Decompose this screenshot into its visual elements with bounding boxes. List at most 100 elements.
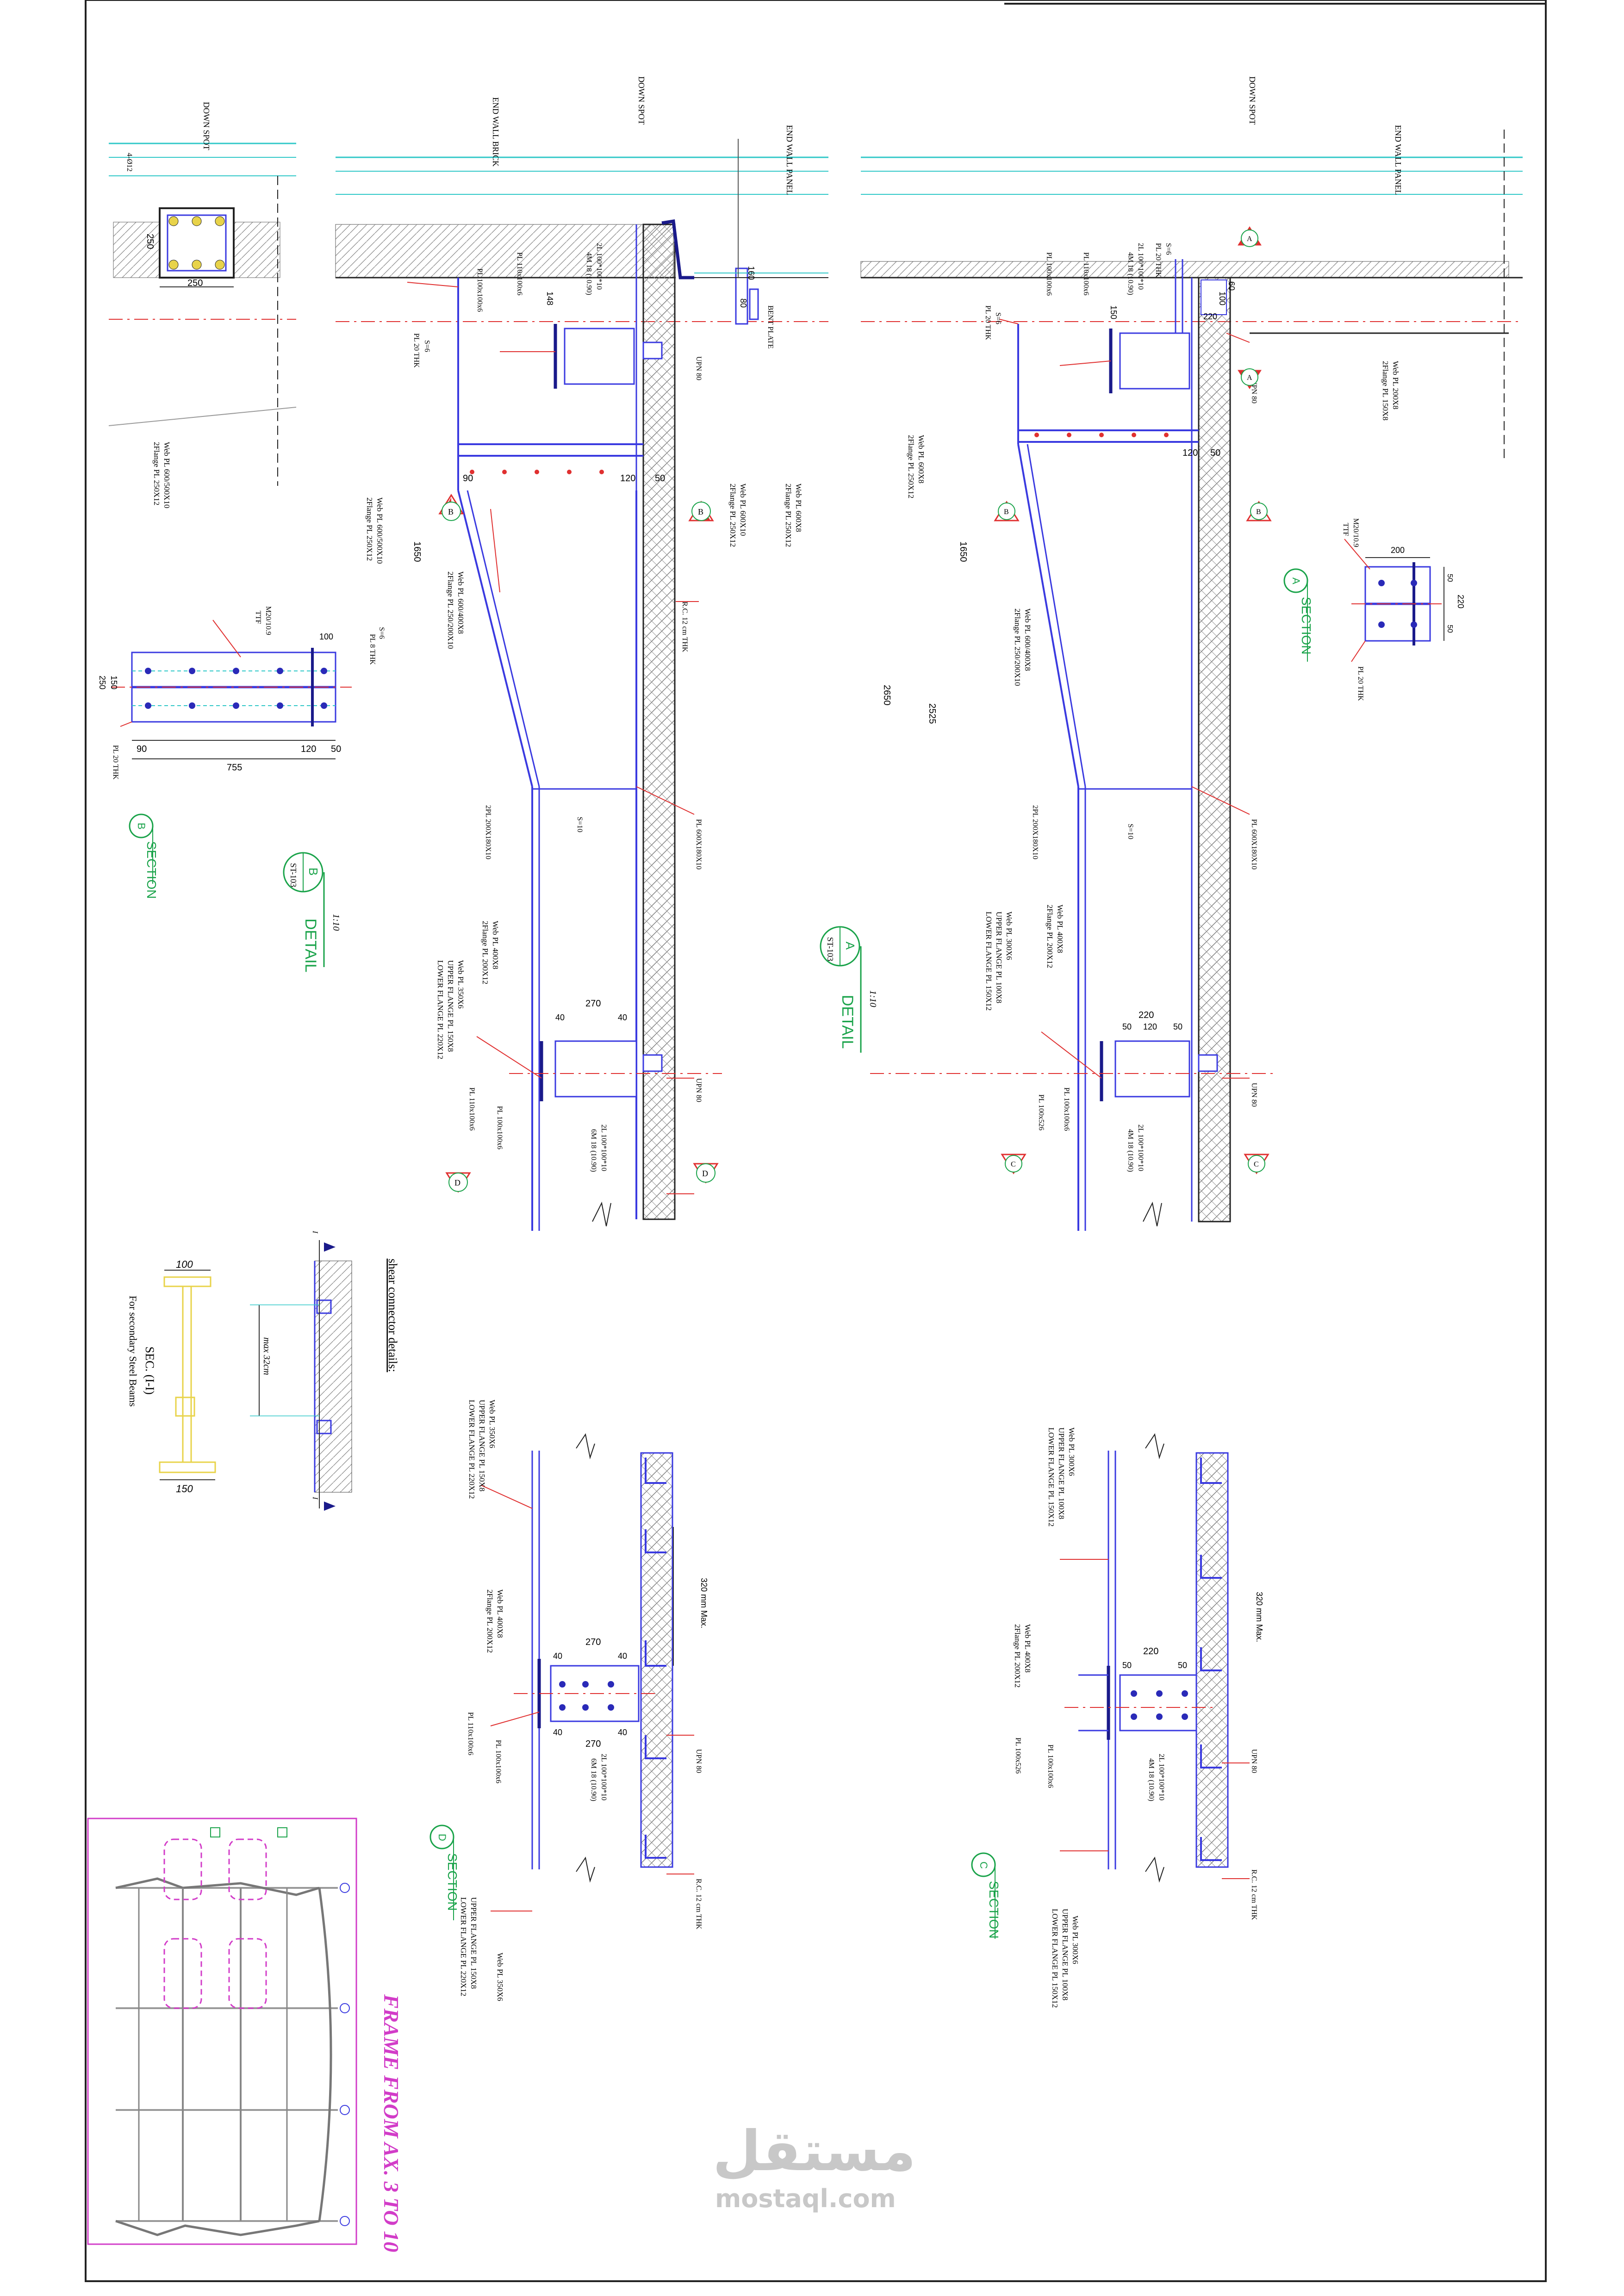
frame-elevation [87,1818,357,2245]
label-web400-b: Web PL 400X8 [491,921,500,969]
label-ttf-sa: TTF [1342,523,1350,536]
label-flange200-c: 2Flange PL 200X12 [1013,1624,1022,1688]
dim-2525-a: 2525 [927,703,937,724]
label-lower220-b: LOWER FLANGE PL 220X12 [436,960,445,1059]
label-pl600-180-a: PL 600X180X10 [1250,819,1258,869]
dim-100-sec: 100 [176,1259,193,1270]
detail-a-drawing [860,130,1523,1231]
label-end-wall-panel-1: END WALL PANEL [785,125,794,195]
dim-250-sb: 250 [98,676,107,689]
sec-ii-subtitle: For secondary Steel Beams [127,1296,139,1407]
label-pl100-526-a: PL 100x526 [1037,1094,1045,1130]
section-c-title [971,1852,996,1939]
section-b-title [129,813,154,884]
label-web200-a: Web PL 200X8 [1391,361,1400,410]
label-upn80-b1: UPN 80 [695,356,703,380]
label-rc-c: R.C. 12 cm THK [1250,1869,1258,1920]
label-bolts-c: 2L 100*100*10 [1157,1754,1165,1800]
marker-b-4-letter: B [1256,508,1261,516]
label-web400-c: Web PL 400X8 [1023,1624,1032,1673]
label-web600-400-b: Web PL 600/400X8 [456,571,465,634]
label-rebar: 4-Ø12 [125,153,133,172]
dim-120-b1: 120 [620,473,635,484]
dim-50-c2: 50 [1178,1661,1187,1670]
dim-200-sa: 200 [1391,546,1405,555]
label-flange150-a: 2Flange PL 150X8 [1381,361,1390,421]
dim-40-d2: 40 [618,1651,627,1661]
dim-120-a1: 120 [1182,448,1198,458]
dim-100-sb: 100 [319,632,333,641]
label-lower150-c2: LOWER FLANGE PL 150X12 [1051,1909,1059,2008]
label-web300-c2: Web PL 300X6 [1071,1916,1080,1964]
label-web350-d: Web PL 350X6 [488,1400,497,1448]
sheet-border [85,0,1547,2282]
section-a-word: SECTION [1299,597,1313,654]
label-s10-a: S=10 [1126,824,1134,839]
section-c-word: SECTION [987,1881,1001,1938]
section-a-drawing [1344,539,1444,662]
label-bolts-m-a2: 4M 18 (10.90) [1126,1129,1134,1172]
label-pl110-d: PL 110x100x6 [467,1712,474,1755]
label-web600-10-b: Web PL 600X10 [739,484,747,536]
dim-40-b2: 40 [618,1013,627,1022]
dim-90-b1: 90 [463,473,473,484]
mostaql-logo: مستقل mostaql.com [713,2119,916,2213]
label-upn80-a2: UPN 80 [1250,1083,1258,1107]
label-down-spot-1: DOWN SPOT [202,102,211,150]
detail-b-scale: 1:10 [331,914,341,931]
label-bent-plate: BENT PLATE [766,305,774,348]
label-upn80-d: UPN 80 [695,1749,703,1773]
label-pl100-a2: PL 100x100x6 [1063,1087,1070,1131]
detail-a-letter: A [843,942,857,950]
dim-270-d1: 270 [585,1637,601,1647]
label-rc-b1: R.C. 12 cm THK [681,602,689,652]
section-a-letter: A [1290,577,1302,584]
label-pl100-c: PL 100x100x6 [1046,1744,1054,1788]
label-end-wall-panel-2: END WALL PANEL [1394,125,1403,195]
label-upper100-a: UPPER FLANGE PL 100X8 [995,912,1003,1003]
dim-50-sa2: 50 [1446,625,1454,633]
label-max320-c: 320 mm Max. [1255,1592,1264,1642]
marker-b-1-letter: B [448,507,454,516]
dim-220-a-top: 220 [1203,312,1217,321]
label-flange250-b2: 2Flange PL 250X12 [728,484,737,547]
detail-b-word: DETAIL [302,918,319,973]
detail-a-ref: ST-103 [826,937,835,961]
label-down-spot-3: DOWN SPOT [1248,76,1257,125]
label-upper150-d: UPPER FLANGE PL 150X8 [478,1400,486,1491]
label-flange250-b3: 2Flange PL 250X12 [365,497,374,561]
label-pl100-a: PL 100x100x6 [1045,252,1053,296]
dim-250-b: 250 [187,278,203,288]
label-web400-a: Web PL 400X8 [1056,905,1064,953]
dim-150-a: 150 [1109,305,1118,319]
section-c-drawing [1060,1433,1250,1883]
label-web300-a: Web PL 300X6 [1005,912,1014,960]
label-pl20-sa: PL 20 THK [1356,666,1364,701]
label-2pl-b: 2PL 200X180X10 [484,805,492,859]
detail-a-title [820,926,862,1053]
section-b-drawing [111,620,352,759]
section-d-drawing [481,1433,694,1911]
label-pl20-a: PL 20 THK [984,305,992,340]
label-bolts-b2: 2L 100*100*10 [600,1124,608,1171]
dim-80-b: 80 [739,298,748,308]
detail-a-word: DETAIL [839,995,856,1049]
dim-755-sb: 755 [227,763,242,773]
dim-40-d1: 40 [553,1651,562,1661]
shear-cut-bottom: I [311,1496,319,1500]
shear-max-32: max 32cm [261,1337,272,1375]
label-upper150-b: UPPER FLANGE PL 150X8 [446,960,455,1052]
label-web600-500-b: Web PL 600/500X10 [375,497,384,564]
dim-50-sb: 50 [331,744,341,754]
dim-150-sec: 150 [176,1483,193,1495]
dim-50-a2: 50 [1122,1022,1132,1031]
label-flange250-200-b: 2Flange PL 250/200X10 [446,571,455,649]
label-web600-400-a: Web PL 600/400X8 [1023,608,1032,671]
label-bolts-m-top-b: 4M 18 (10.90) [585,252,593,295]
detail-a-scale: 1:10 [868,990,878,1007]
dim-40-b1: 40 [555,1013,565,1022]
marker-c-2-letter: C [1254,1160,1259,1168]
label-down-spot-2: DOWN SPOT [637,76,646,125]
label-web400-d: Web PL 400X8 [496,1589,504,1638]
label-upn80-b2: UPN 80 [695,1078,703,1102]
